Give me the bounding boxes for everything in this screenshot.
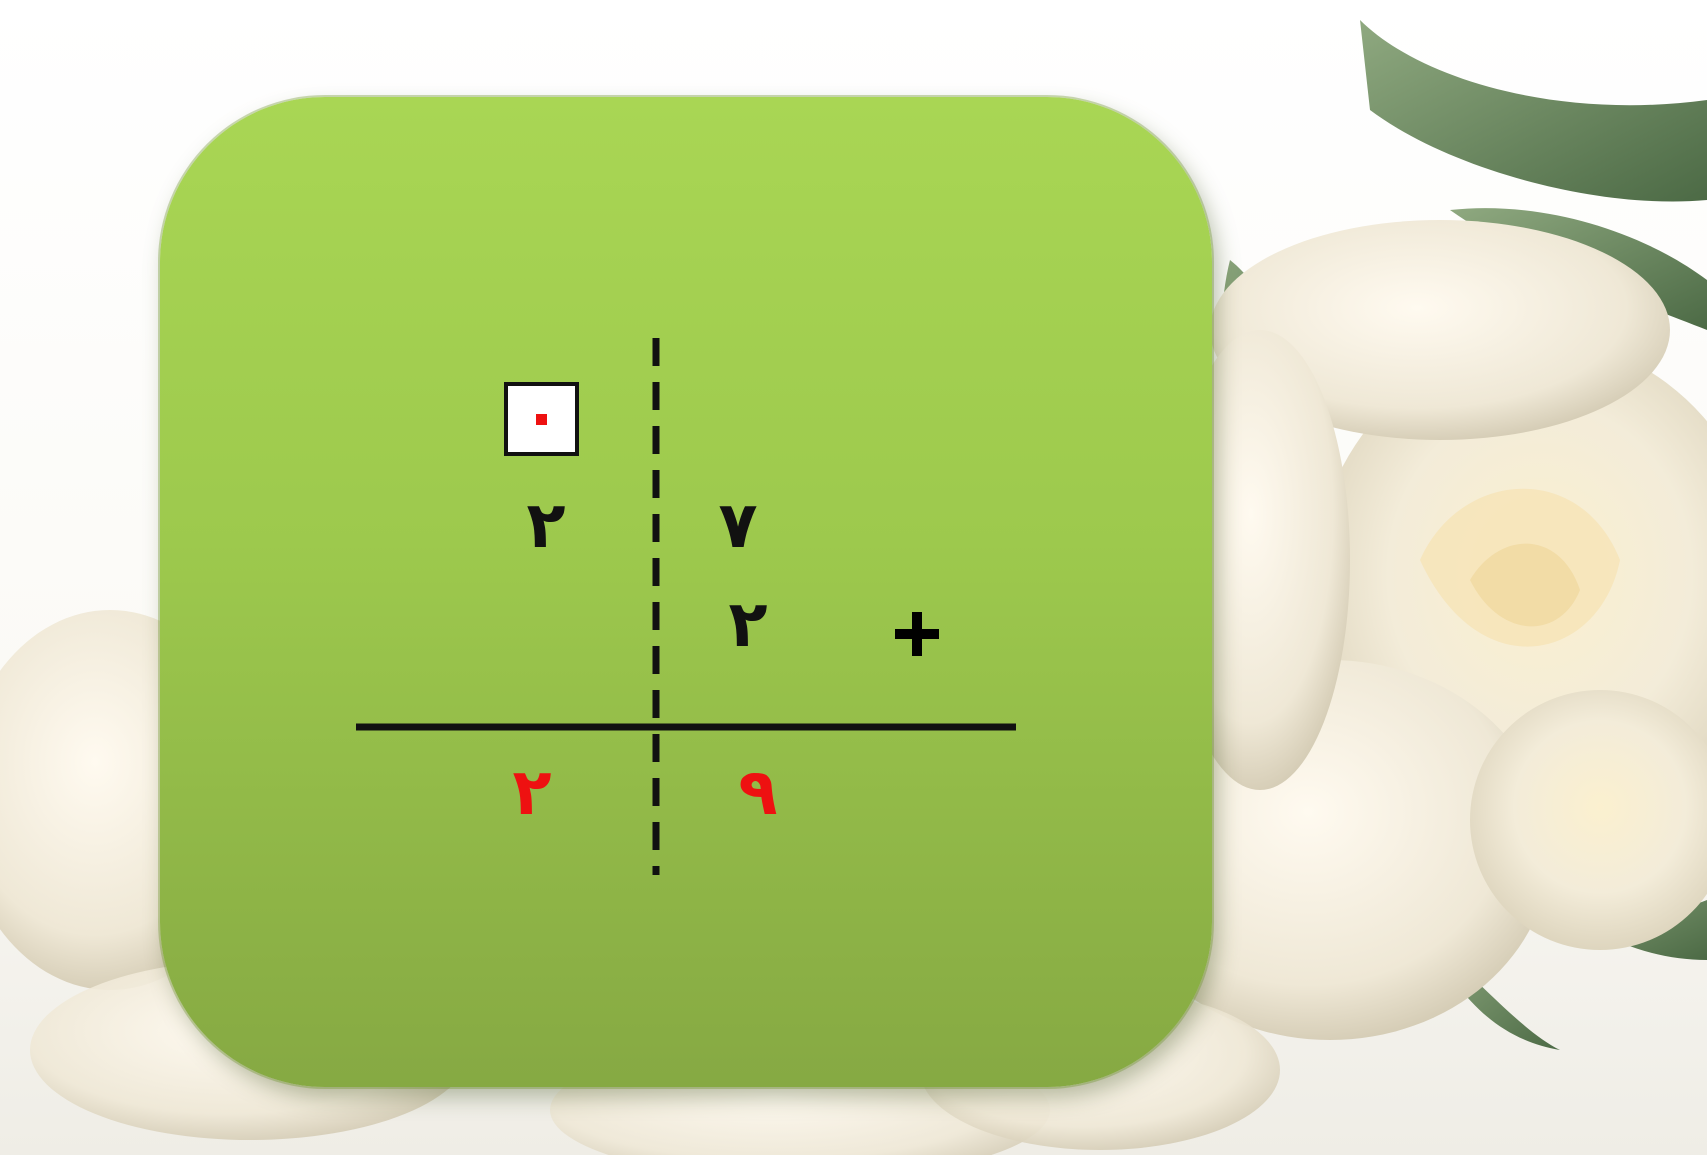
row2-ones-digit: ۲ (728, 593, 767, 657)
result-ones-digit: ۹ (738, 761, 777, 825)
carry-digit-zero (536, 414, 547, 425)
row1-ones-digit: ۷ (718, 494, 757, 558)
row1-tens-digit: ۲ (526, 494, 565, 558)
result-tens-digit: ۲ (512, 761, 551, 825)
carry-box (504, 382, 579, 456)
plus-sign (895, 612, 939, 656)
